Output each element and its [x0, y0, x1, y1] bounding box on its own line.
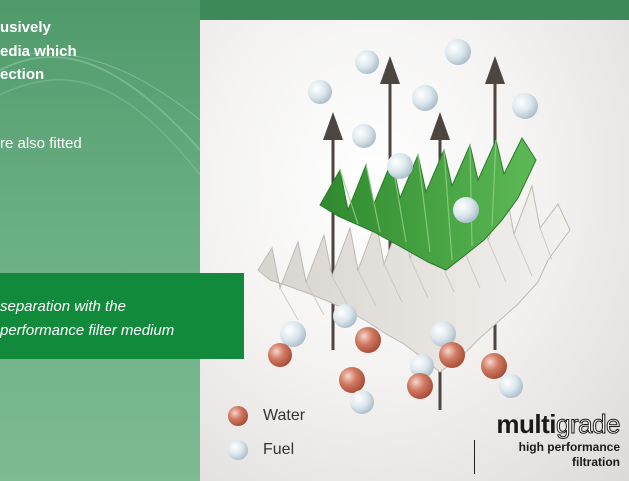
callout-text: separation with the performance filter m…: [0, 298, 175, 339]
brand-tagline-line2: filtration: [572, 455, 620, 469]
fuel-droplet-icon: [228, 440, 248, 460]
green-filter-layer: [319, 136, 537, 271]
arrow-heads: [323, 56, 505, 140]
legend-label-water: Water: [263, 407, 306, 424]
intro-text: usively edia which ection: [0, 19, 77, 83]
left-panel: usively edia which ection re also fitted: [0, 0, 200, 481]
decorative-swoosh: [0, 52, 200, 176]
fuel-droplets-top: [308, 39, 538, 223]
legend-label-fuel: Fuel: [263, 441, 295, 458]
filter-illustration: [200, 20, 629, 481]
fitted-text: re also fitted: [0, 135, 82, 152]
water-droplet-icon: [228, 406, 248, 426]
brand-tagline-line1: high performance: [518, 440, 620, 454]
brand-tagline: high performance filtration: [474, 440, 620, 474]
filter-media-graphic: [257, 39, 571, 414]
brand-name: multigrade: [496, 409, 621, 439]
legend-item-water: Water: [227, 405, 305, 427]
droplets-bottom: [268, 304, 523, 414]
callout-box: separation with the performance filter m…: [0, 273, 244, 359]
legend-item-fuel: Fuel: [227, 439, 294, 461]
multigrade-logo: multigrade high performance filtration: [470, 409, 621, 474]
grey-filter-layer: [257, 184, 571, 373]
